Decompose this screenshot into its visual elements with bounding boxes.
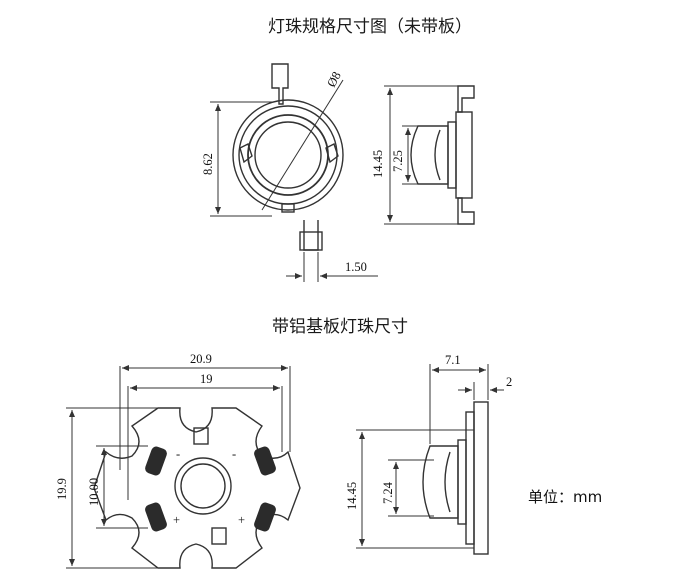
star-board-front-view: [93, 407, 301, 569]
polarity-plus-left: +: [173, 513, 180, 527]
height-19-9-label: 19.9: [55, 478, 69, 500]
side-top-7-1-label: 7.1: [445, 353, 461, 367]
width-19-label: 19: [200, 372, 213, 386]
width-20-9-label: 20.9: [190, 352, 212, 366]
polarity-plus-right: +: [238, 513, 245, 527]
side-height-label: 14.45: [371, 150, 385, 178]
solder-pads: [145, 446, 276, 532]
polarity-minus-left: -: [176, 447, 180, 461]
dim-widths: [119, 365, 291, 500]
polarity-minus-right: -: [232, 447, 236, 461]
diameter-label: Ø8: [324, 69, 344, 89]
title-led-with-aluminum-board: 带铝基板灯珠尺寸: [272, 317, 408, 337]
led-side-view: [410, 85, 475, 225]
dim-14-45-top: [384, 85, 460, 225]
side-lens-7-24-label: 7.24: [381, 481, 395, 504]
side-thickness-2-label: 2: [506, 375, 512, 389]
led-front-view: [232, 63, 344, 251]
dim-8-62: [210, 101, 272, 217]
lead-width-label: 1.50: [345, 260, 367, 274]
dim-side-bottom: [356, 364, 504, 549]
dim-heights: [66, 407, 158, 569]
dim-1-50: [286, 252, 378, 282]
height-10-00-label: 10.00: [87, 478, 101, 506]
lens-height-label: 7.25: [391, 150, 405, 172]
title-led-without-board: 灯珠规格尺寸图（未带板）: [268, 17, 472, 37]
unit-note: 单位：mm: [528, 488, 603, 506]
height-8-62-label: 8.62: [201, 153, 215, 175]
star-board-side-view: [422, 401, 489, 555]
side-height-14-45-label: 14.45: [345, 482, 359, 510]
